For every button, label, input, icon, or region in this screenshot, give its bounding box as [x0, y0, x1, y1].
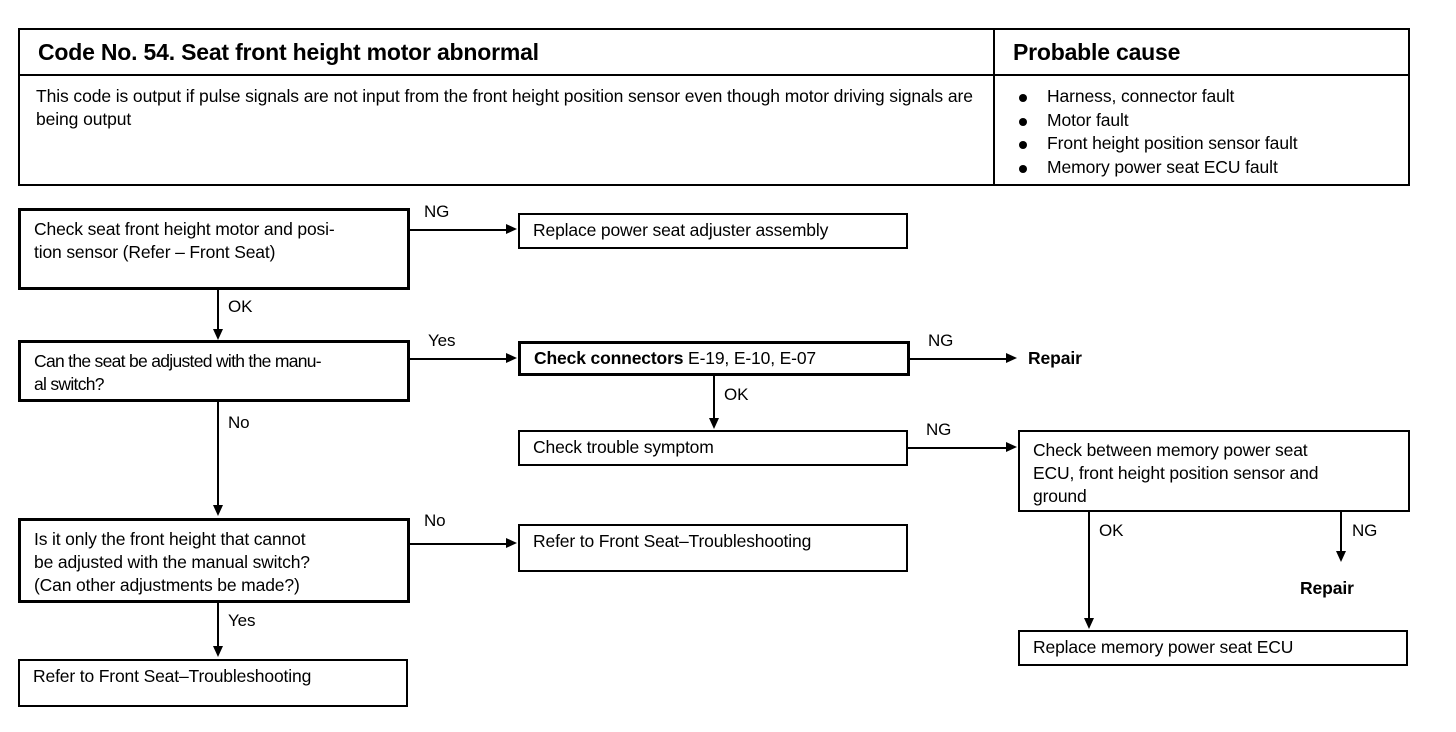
flow-box-text: Check trouble symptom: [533, 437, 714, 457]
table-body-row: This code is output if pulse signals are…: [20, 76, 1408, 184]
connector-line: [217, 290, 219, 330]
flow-box-text: Replace power seat adjuster assembly: [533, 220, 829, 240]
edge-label-ng-3: NG: [926, 420, 952, 439]
edge-label-no-2: No: [424, 511, 446, 530]
cause-text: Front height position sensor fault: [1047, 133, 1298, 153]
flow-box-text: Is it only the front height that cannot …: [34, 529, 310, 595]
bullet-icon: [1019, 141, 1027, 149]
flow-box-replace-ecu: Replace memory power seat ECU: [1018, 630, 1408, 666]
flow-label-repair-top: Repair: [1028, 348, 1082, 368]
flow-box-manual-switch-question: Can the seat be adjusted with the manu- …: [18, 340, 410, 402]
flow-box-text: Check seat front height motor and posi- …: [34, 219, 335, 262]
arrow-head-right: [1006, 442, 1017, 452]
edge-label-yes-2: Yes: [228, 611, 256, 630]
flow-box-refer-front-seat-bottom: Refer to Front Seat–Troubleshooting: [18, 659, 408, 707]
connector-line: [410, 543, 507, 545]
flow-box-front-height-question: Is it only the front height that cannot …: [18, 518, 410, 603]
flow-box-check-trouble-symptom: Check trouble symptom: [518, 430, 908, 466]
connector-line: [1088, 512, 1090, 619]
connector-line: [217, 402, 219, 506]
flow-box-text: Refer to Front Seat–Troubleshooting: [33, 666, 312, 686]
flow-label-repair-right: Repair: [1300, 578, 1354, 598]
flow-box-check-motor-sensor: Check seat front height motor and posi- …: [18, 208, 410, 290]
flow-box-text: Can the seat be adjusted with the manu- …: [34, 351, 322, 394]
edge-label-ng-2: NG: [928, 331, 954, 350]
fault-description: This code is output if pulse signals are…: [36, 86, 973, 129]
edge-label-ng-1: NG: [424, 202, 450, 221]
flow-box-check-connectors: Check connectors E-19, E-10, E-07: [518, 341, 910, 376]
flow-box-text: Refer to Front Seat–Troubleshooting: [533, 531, 812, 551]
table-description-cell: This code is output if pulse signals are…: [20, 76, 995, 184]
edge-label-ng-4: NG: [1352, 521, 1378, 540]
fault-code-table: Code No. 54. Seat front height motor abn…: [18, 28, 1410, 186]
edge-label-ok-3: OK: [1099, 521, 1124, 540]
connector-line: [217, 603, 219, 647]
bullet-icon: [1019, 117, 1027, 126]
cause-text: Motor fault: [1047, 109, 1129, 130]
flow-box-text: Replace memory power seat ECU: [1033, 637, 1294, 657]
arrow-head-down: [212, 505, 223, 516]
bullet-icon: [1019, 94, 1027, 102]
arrow-head-right: [1006, 353, 1017, 363]
table-header-code-cell: Code No. 54. Seat front height motor abn…: [20, 30, 995, 74]
connector-line: [410, 358, 507, 360]
list-item: Motor fault: [1011, 109, 1408, 133]
connector-ids: E-19, E-10, E-07: [683, 348, 816, 368]
bullet-icon: [1019, 164, 1027, 173]
table-header-row: Code No. 54. Seat front height motor abn…: [20, 30, 1408, 76]
flow-box-text: Check between memory power seat ECU, fro…: [1033, 440, 1319, 506]
arrow-head-down: [212, 329, 223, 340]
list-item: Memory power seat ECU fault: [1011, 156, 1408, 180]
probable-cause-header: Probable cause: [1013, 38, 1181, 65]
cause-text: Memory power seat ECU fault: [1047, 156, 1278, 177]
arrow-head-down: [1083, 618, 1094, 629]
probable-cause-list: Harness, connector fault Motor fault Fro…: [995, 76, 1408, 179]
connector-line: [410, 229, 507, 231]
edge-label-yes-1: Yes: [428, 331, 456, 350]
list-item: Front height position sensor fault: [1011, 132, 1408, 156]
edge-label-ok-2: OK: [724, 385, 749, 404]
connector-line: [1340, 512, 1342, 552]
flow-box-refer-front-seat-middle: Refer to Front Seat–Troubleshooting: [518, 524, 908, 572]
flow-box-text: Check connectors E-19, E-10, E-07: [521, 344, 907, 370]
table-cause-list-cell: Harness, connector fault Motor fault Fro…: [995, 76, 1408, 184]
table-header-cause-cell: Probable cause: [995, 30, 1408, 74]
flow-box-check-between: Check between memory power seat ECU, fro…: [1018, 430, 1410, 512]
arrow-head-right: [506, 353, 517, 363]
edge-label-no-1: No: [228, 413, 250, 432]
cause-text: Harness, connector fault: [1047, 86, 1235, 106]
arrow-head-right: [506, 224, 517, 234]
arrow-head-down: [1335, 551, 1346, 562]
connector-line: [910, 358, 1007, 360]
flow-box-replace-adjuster: Replace power seat adjuster assembly: [518, 213, 908, 249]
connector-line: [713, 376, 715, 419]
arrow-head-down: [708, 418, 719, 429]
edge-label-ok-1: OK: [228, 297, 253, 316]
page-title: Code No. 54. Seat front height motor abn…: [38, 38, 539, 65]
list-item: Harness, connector fault: [1011, 85, 1408, 109]
check-connectors-label: Check connectors: [534, 348, 684, 368]
arrow-head-right: [506, 538, 517, 548]
arrow-head-down: [212, 646, 223, 657]
connector-line: [908, 447, 1007, 449]
